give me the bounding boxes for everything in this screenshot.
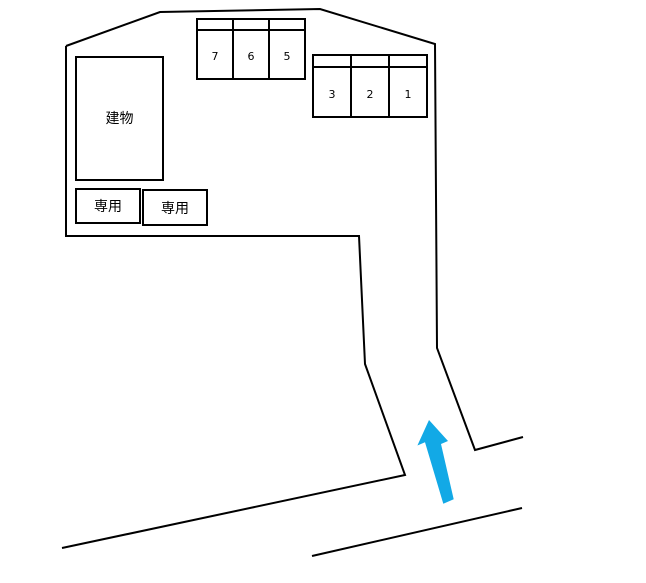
parking-slot-7-number: 7 [212,50,219,63]
parking-row-right-frame [312,54,428,118]
parking-slot-6-number: 6 [248,50,255,63]
reserved-space-1 [75,188,141,224]
parking-row-top-frame [196,18,306,80]
road-edge [311,507,523,557]
building [75,56,164,181]
lot-boundary [65,7,524,452]
parking-row-top: 7 6 5 [196,18,306,80]
parking-row-right: 3 2 1 [312,54,428,118]
reserved-space-2-label: 専用 [161,201,189,217]
parking-slot-3-number: 3 [329,88,336,101]
parking-slot-1-number: 1 [405,88,412,101]
parking-slot-2-number: 2 [367,88,374,101]
entrance-arrow-shape [417,420,454,504]
reserved-space-2 [142,189,208,226]
lot-boundary-left [61,46,407,549]
parking-slot-5-number: 5 [284,50,291,63]
reserved-space-1-label: 専用 [94,199,122,215]
building-label: 建物 [106,111,134,127]
entrance-arrow-icon [417,420,454,504]
